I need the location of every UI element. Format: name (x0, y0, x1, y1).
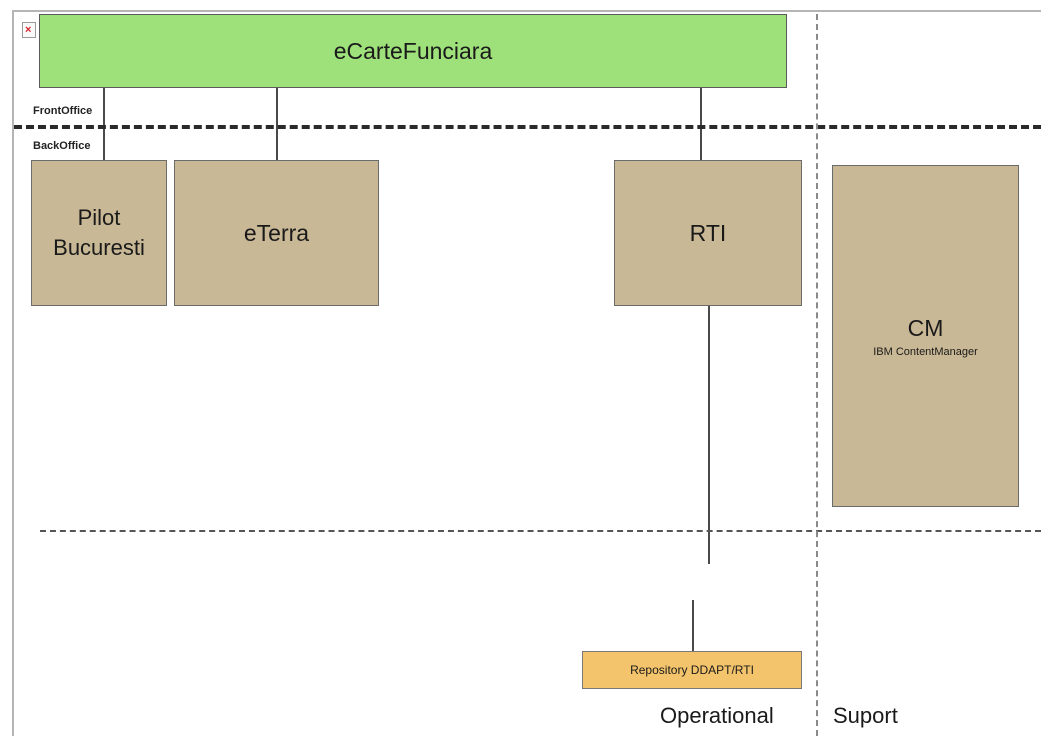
frontoffice-label: FrontOffice (33, 105, 93, 117)
connector-eterra (276, 88, 278, 160)
eterra-label: eTerra (243, 219, 310, 246)
data-layer-separator (40, 530, 1041, 532)
connector-pilot (103, 88, 105, 160)
eterra-box: eTerra (174, 160, 379, 306)
backoffice-label: BackOffice (33, 140, 91, 152)
rti-label: RTI (689, 219, 727, 246)
broken-image-icon: × (22, 22, 36, 38)
pilot-label-line2: Bucuresti (53, 235, 145, 260)
ecartefunciara-label: eCarteFunciara (333, 37, 493, 64)
connector-rti (700, 88, 702, 160)
cm-title: CM (907, 315, 944, 341)
frontoffice-backoffice-separator (14, 125, 1041, 129)
cm-subtitle: IBM ContentManager (873, 346, 978, 358)
pilot-bucuresti-box: Pilot Bucuresti (31, 160, 167, 306)
frame-left-border (12, 10, 14, 736)
rti-box: RTI (614, 160, 802, 306)
connector-repository (692, 600, 694, 651)
connector-rti-down (708, 306, 710, 564)
ecartefunciara-box: eCarteFunciara (39, 14, 787, 88)
support-zone-label: Suport (833, 703, 898, 728)
frame-top-border (12, 10, 1041, 12)
repository-box: Repository DDAPT/RTI (582, 651, 802, 689)
cm-box: CM IBM ContentManager (832, 165, 1019, 507)
operational-zone-label: Operational (660, 703, 774, 728)
operational-support-separator (816, 14, 818, 736)
repository-label: Repository DDAPT/RTI (630, 663, 754, 677)
pilot-label-line1: Pilot (77, 205, 121, 230)
